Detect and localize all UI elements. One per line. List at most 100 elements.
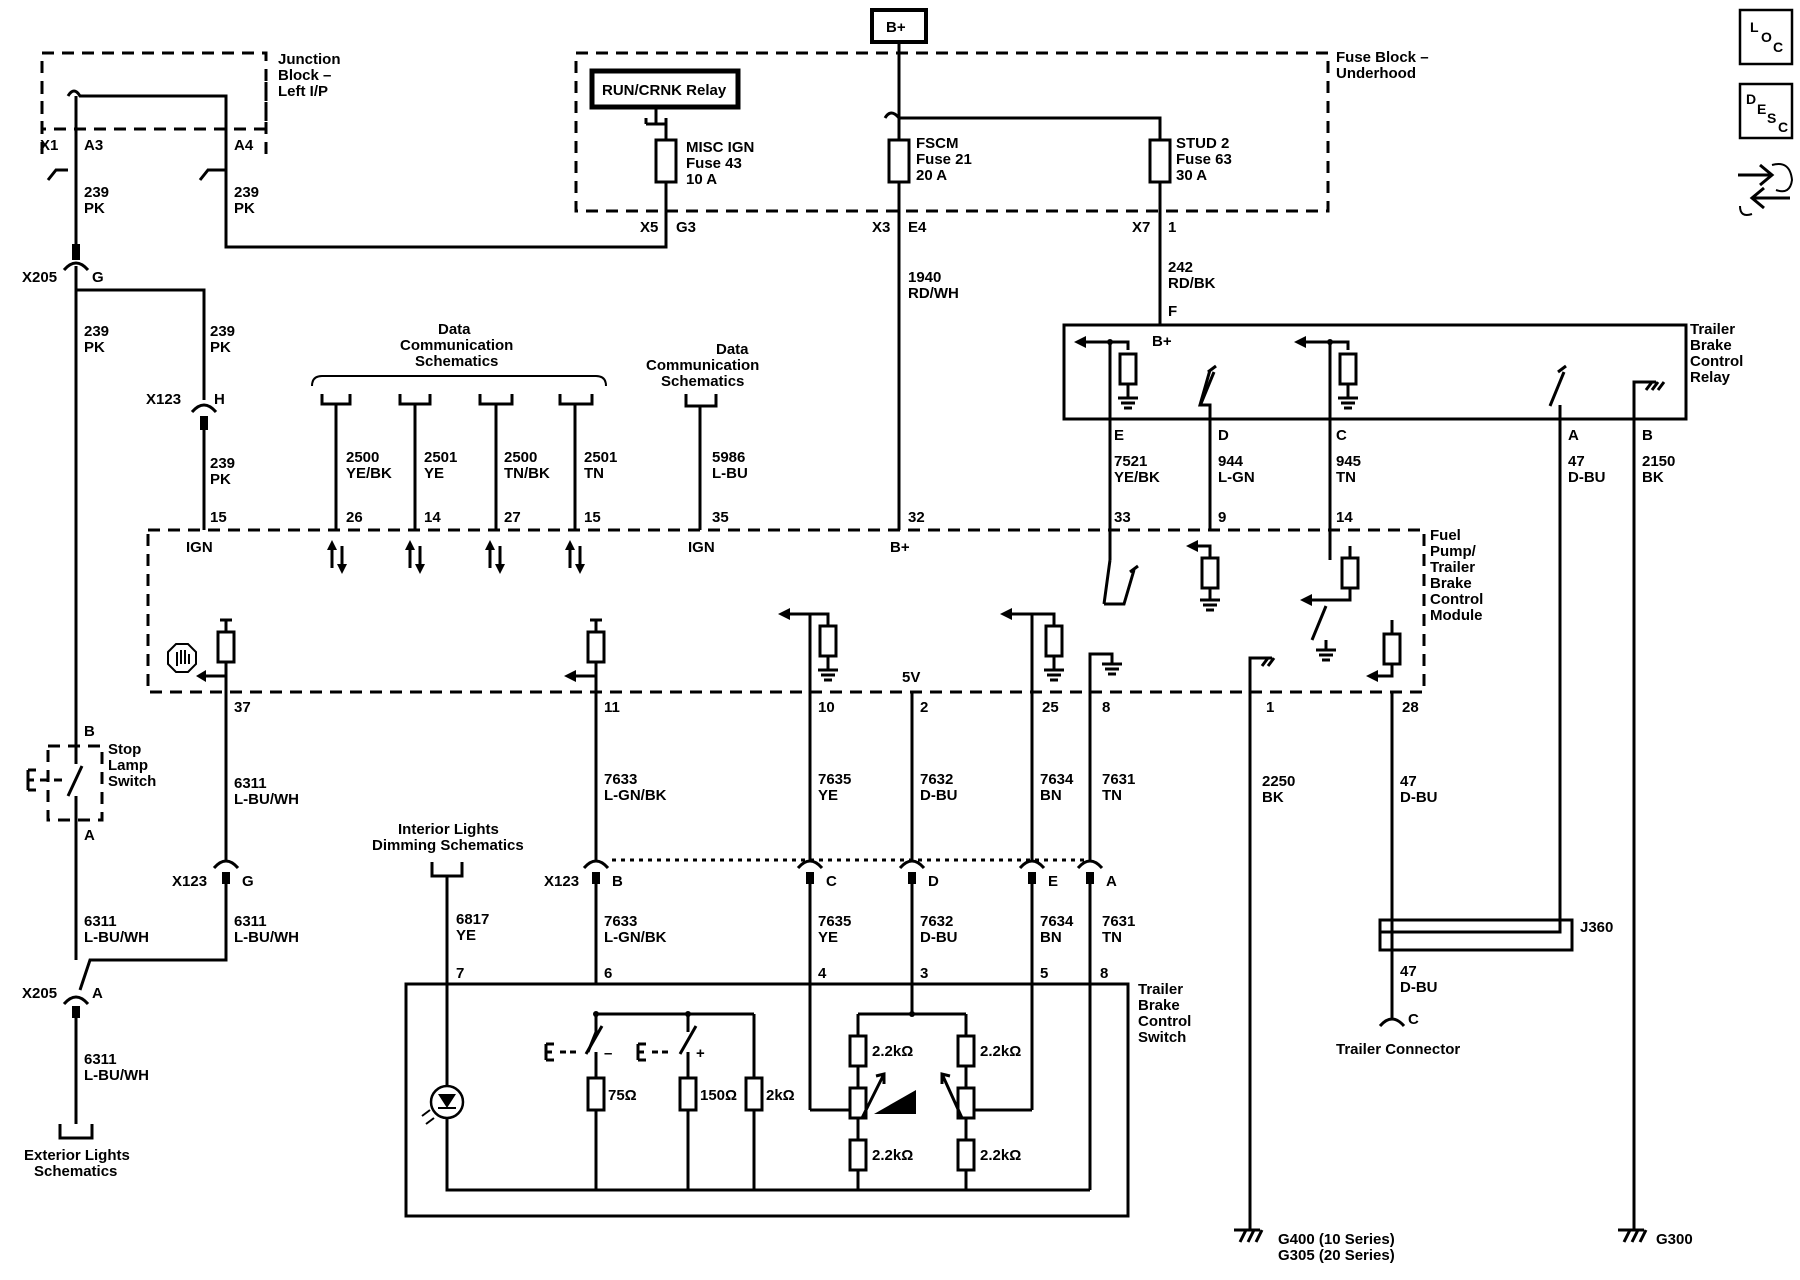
module-pin-14b: 14 — [1336, 509, 1353, 526]
run-crnk-relay-label: RUN/CRNK Relay — [602, 82, 727, 99]
wire-2501a-number: 2501 — [424, 449, 457, 466]
exterior-lights-label-1: Exterior Lights — [24, 1147, 130, 1164]
connector-x205-a: X205 A — [22, 985, 103, 1018]
wire-7635a-number: 7635 — [818, 771, 851, 788]
run-crnk-relay-box — [589, 68, 741, 110]
junction-label-2: Block – — [278, 67, 331, 84]
fscm-label-1: FSCM — [916, 135, 959, 152]
stop-lamp-switch: B A Stop Lamp Switch — [26, 723, 156, 960]
resistor-2k: 2kΩ — [766, 1087, 795, 1104]
wire-2150-color: BK — [1642, 469, 1664, 486]
module-bplus: B+ — [890, 539, 910, 556]
resistor-22k-d: 2.2kΩ — [980, 1147, 1021, 1164]
misc-ign-label-3: 10 A — [686, 171, 717, 188]
module-pin-32: 32 — [908, 509, 925, 526]
junction-label-3: Left I/P — [278, 83, 328, 100]
connector-x123-g: X123 G — [172, 859, 254, 890]
illumination-led-icon — [421, 1084, 465, 1125]
data-comm-single-2: Communication — [646, 357, 759, 374]
a4-label: A4 — [234, 137, 254, 154]
relay-pin-c: C — [1336, 427, 1347, 444]
wire-7632a-number: 7632 — [920, 771, 953, 788]
wire-2500b-color: TN/BK — [504, 465, 550, 482]
junction-block-left-ip: Junction Block – Left I/P X1 A3 A4 — [40, 51, 341, 246]
data-comm-label-2: Communication — [400, 337, 513, 354]
module-pin-25: 25 — [1042, 699, 1059, 716]
fscm-fuse — [887, 138, 911, 184]
wire-6311b-color: L-BU/WH — [84, 929, 149, 946]
wire-47c-number: 47 — [1400, 963, 1417, 980]
wire-6311a-color: L-BU/WH — [234, 791, 299, 808]
wire-6311a-number: 6311 — [234, 775, 267, 792]
wire-7635b-color: YE — [818, 929, 838, 946]
desc-letter-c: C — [1778, 119, 1788, 135]
loc-letter-o: O — [1761, 29, 1772, 45]
stud2-label-2: Fuse 63 — [1176, 151, 1232, 168]
switch-label-3: Control — [1138, 1013, 1191, 1030]
wire-239a-number: 239 — [84, 184, 109, 201]
wire-239b-color: PK — [234, 200, 255, 217]
splice-j360: J360 — [1378, 918, 1613, 952]
interior-lights-label-1: Interior Lights — [398, 821, 499, 838]
wire-6817-color: YE — [456, 927, 476, 944]
wire-239a-color: PK — [84, 200, 105, 217]
stud2-label-3: 30 A — [1176, 167, 1207, 184]
wire-239d-number: 239 — [210, 323, 235, 340]
wire-239b-number: 239 — [234, 184, 259, 201]
resistor-22k-b: 2.2kΩ — [980, 1043, 1021, 1060]
bidirectional-arrow-26 — [327, 540, 347, 574]
fuse-block-underhood: Fuse Block – Underhood RUN/CRNK Relay MI… — [224, 42, 1429, 249]
pin1-label: 1 — [1168, 219, 1176, 236]
wire-239d-color: PK — [210, 339, 231, 356]
stop-hand-icon — [167, 643, 226, 682]
wire-2250-number: 2250 — [1262, 773, 1295, 790]
exterior-lights-label-2: Schematics — [34, 1163, 117, 1180]
stop-lamp-label-3: Switch — [108, 773, 156, 790]
x123-pin-g: G — [242, 873, 254, 890]
wire-6311c-color: L-BU/WH — [234, 929, 299, 946]
wire-2500b-number: 2500 — [504, 449, 537, 466]
fscm-label-2: Fuse 21 — [916, 151, 972, 168]
wire-7521-number: 7521 — [1114, 453, 1147, 470]
wire-2150-number: 2150 — [1642, 453, 1675, 470]
module-pin-26: 26 — [346, 509, 363, 526]
relay-pin-b: B — [1642, 427, 1653, 444]
data-comm-label-1: Data — [438, 321, 471, 338]
interior-lights-label-2: Dimming Schematics — [372, 837, 524, 854]
x123-label-h: X123 — [146, 391, 181, 408]
module-pin-27: 27 — [504, 509, 521, 526]
ground-g300-label: G300 — [1656, 1231, 1693, 1248]
trailer-brake-control-switch: Trailer Brake Control Switch 7 6 4 3 5 8… — [404, 965, 1191, 1218]
x205-pin-g: G — [92, 269, 104, 286]
data-communication-single: Data Communication Schematics 5986 L-BU … — [646, 341, 759, 530]
location-icon[interactable]: L O C — [1738, 8, 1794, 66]
wire-6311d-number: 6311 — [84, 1051, 117, 1068]
wire-2500a-number: 2500 — [346, 449, 379, 466]
ground-g400-g305: G400 (10 Series) G305 (20 Series) — [1234, 1228, 1395, 1264]
module-pin-14a: 14 — [424, 509, 441, 526]
wire-242-color: RD/BK — [1168, 275, 1216, 292]
module-label-5: Control — [1430, 591, 1483, 608]
description-icon[interactable]: D E S C — [1738, 82, 1794, 140]
e4-label: E4 — [908, 219, 927, 236]
wire-47b-number: 47 — [1400, 773, 1417, 790]
connector-swap-icon[interactable] — [1738, 163, 1794, 216]
wire-239c-number: 239 — [84, 323, 109, 340]
bplus-label: B+ — [886, 19, 906, 36]
wire-7634b-number: 7634 — [1040, 913, 1074, 930]
x123-pin-c: C — [826, 873, 837, 890]
fscm-label-3: 20 A — [916, 167, 947, 184]
resistor-22k-c: 2.2kΩ — [872, 1147, 913, 1164]
wire-7633b-number: 7633 — [604, 913, 637, 930]
stop-lamp-pin-b: B — [84, 723, 95, 740]
wire-5986-color: L-BU — [712, 465, 748, 482]
stop-lamp-label-1: Stop — [108, 741, 141, 758]
wire-242-number: 242 — [1168, 259, 1193, 276]
switch-label-2: Brake — [1138, 997, 1180, 1014]
module-pin-10: 10 — [818, 699, 835, 716]
wire-7633a-number: 7633 — [604, 771, 637, 788]
x123-pin-e: E — [1048, 873, 1058, 890]
wire-1940-color: RD/WH — [908, 285, 959, 302]
junction-label-1: Junction — [278, 51, 341, 68]
